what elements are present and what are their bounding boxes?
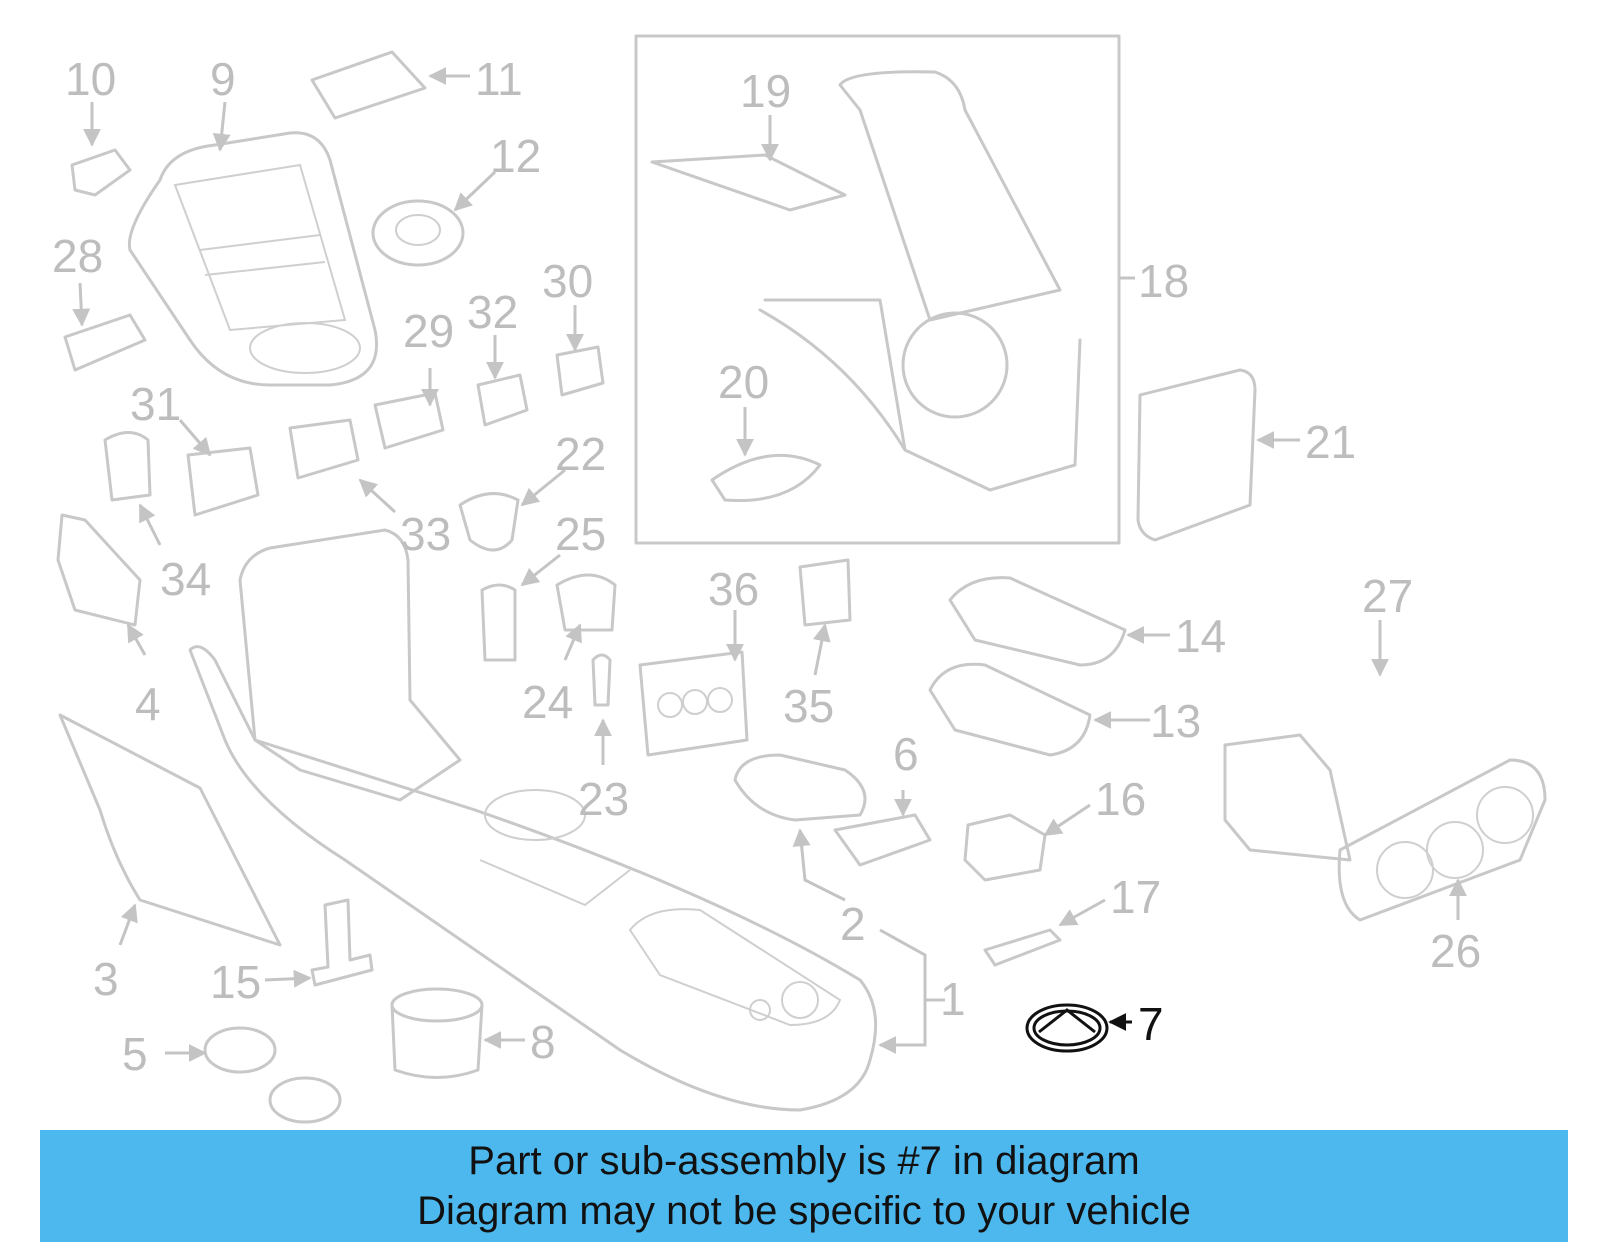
part-32-switch (476, 373, 529, 427)
callout-15: 15 (210, 956, 261, 1008)
callout-24: 24 (522, 676, 573, 728)
callout-18: 18 (1138, 255, 1189, 307)
callout-23: 23 (578, 773, 629, 825)
leader-lines (72, 67, 1467, 1062)
part-14-mat (948, 576, 1127, 667)
callout-27: 27 (1362, 570, 1413, 622)
callout-20: 20 (718, 356, 769, 408)
part-4-bracket (56, 513, 142, 627)
part-25-socket (480, 583, 517, 662)
callout-5: 5 (122, 1028, 148, 1080)
part-12-knob (371, 199, 465, 267)
part-20-insert (710, 453, 822, 503)
callout-14: 14 (1175, 610, 1226, 662)
part-5-mesh (203, 1026, 342, 1124)
callout-32: 32 (467, 286, 518, 338)
callout-30: 30 (542, 255, 593, 307)
callout-4: 4 (135, 678, 161, 730)
callout-28: 28 (52, 230, 103, 282)
part-3-panel (58, 713, 282, 947)
callout-7: 7 (1138, 998, 1164, 1050)
part-26-climate-control (1337, 758, 1547, 922)
callout-6: 6 (893, 728, 919, 780)
info-banner: Part or sub-assembly is #7 in diagram Di… (40, 1130, 1568, 1242)
part-7-highlighted-cap[interactable] (1025, 1003, 1109, 1053)
part-36-panel (638, 650, 749, 757)
part-35-socket (798, 558, 852, 627)
part-34-switch (103, 431, 152, 502)
callout-1: 1 (940, 973, 966, 1025)
callout-34: 34 (160, 553, 211, 605)
part-23-bulb (591, 653, 612, 707)
callout-9: 9 (210, 53, 236, 105)
part-15-bracket (310, 898, 374, 987)
part-9-bezel (127, 131, 378, 387)
part-31-switch (186, 446, 260, 517)
part-30-switch (555, 345, 605, 397)
callout-labels: 1 2 3 4 5 6 7 8 9 10 11 12 13 14 15 16 1… (52, 53, 1481, 1080)
part-29-switch (373, 391, 445, 450)
callout-26: 26 (1430, 925, 1481, 977)
banner-line-1: Part or sub-assembly is #7 in diagram (468, 1139, 1140, 1183)
callout-13: 13 (1150, 695, 1201, 747)
part-10-clip (70, 148, 132, 197)
callout-19: 19 (740, 65, 791, 117)
part-17-clip (983, 928, 1062, 967)
callout-17: 17 (1110, 871, 1161, 923)
callout-22: 22 (555, 428, 606, 480)
part-27-housing (1223, 733, 1352, 862)
callout-29: 29 (403, 305, 454, 357)
callout-21: 21 (1305, 416, 1356, 468)
part-33-switch (288, 418, 360, 480)
callout-16: 16 (1095, 773, 1146, 825)
callout-8: 8 (530, 1016, 556, 1068)
part-2-trim (733, 753, 867, 822)
armrest-group-frame (634, 34, 1121, 545)
part-11-trim (310, 50, 427, 120)
part-8-cup (390, 987, 484, 1079)
callout-36: 36 (708, 563, 759, 615)
part-24-socket (555, 573, 617, 632)
callout-25: 25 (555, 508, 606, 560)
callout-2: 2 (840, 898, 866, 950)
part-28-switch (63, 313, 147, 372)
part-18-armrest (758, 70, 1082, 492)
callout-3: 3 (93, 953, 119, 1005)
part-22-socket (458, 492, 520, 552)
banner-line-2: Diagram may not be specific to your vehi… (417, 1189, 1191, 1233)
part-19-mat (650, 153, 847, 212)
part-16-latch (963, 813, 1047, 882)
part-6-mat (833, 813, 932, 867)
callout-33: 33 (400, 508, 451, 560)
callout-35: 35 (783, 680, 834, 732)
callout-10: 10 (65, 53, 116, 105)
part-1-console (188, 528, 878, 1112)
callout-12: 12 (490, 130, 541, 182)
part-21-cover (1136, 368, 1257, 542)
callout-31: 31 (130, 378, 181, 430)
part-13-lid (928, 662, 1092, 757)
callout-11: 11 (475, 53, 523, 105)
